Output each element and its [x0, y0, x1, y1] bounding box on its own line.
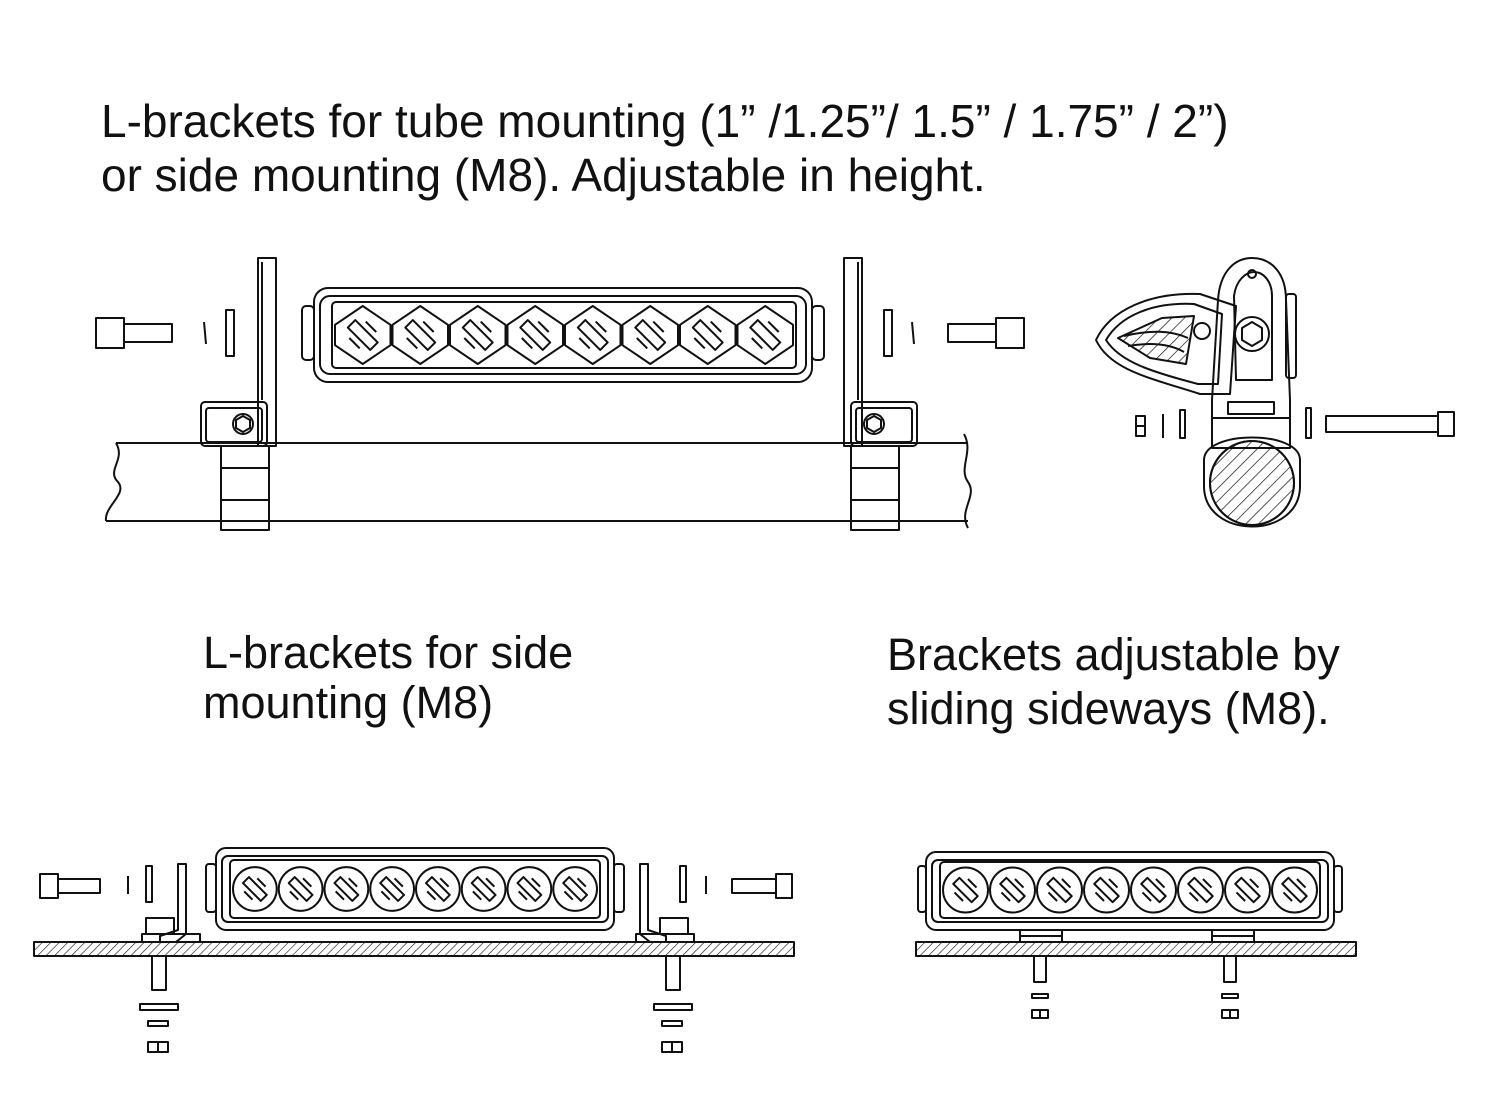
- led-lens-icon: [623, 306, 679, 364]
- light-bar-sliding-mount: [918, 852, 1342, 930]
- washer-icon: [148, 1021, 168, 1026]
- left-fasteners: [96, 310, 234, 356]
- led-lens-icon: [1084, 868, 1129, 913]
- hex-bolt-icon: [233, 414, 253, 434]
- nut-icon: [1136, 416, 1145, 436]
- mounting-tube: [106, 434, 971, 528]
- sliding-bracket-left: [1020, 930, 1062, 1018]
- washer-icon: [1180, 410, 1185, 438]
- right-side-bracket: [636, 864, 694, 990]
- caption-sliding-mounting: Brackets adjustable by sliding sideways …: [887, 628, 1340, 736]
- led-lens-icon: [325, 867, 369, 911]
- mounting-plate: [34, 942, 794, 956]
- washer-icon: [140, 1004, 178, 1010]
- washer-icon: [1032, 994, 1048, 998]
- side-bracket: [1204, 258, 1300, 527]
- washer-icon: [654, 1004, 692, 1010]
- nut-icon: [1222, 1010, 1238, 1018]
- bolt-icon: [40, 874, 100, 898]
- caption-side-mounting-line2: mounting (M8): [203, 677, 494, 728]
- washer-icon: [1306, 408, 1311, 438]
- bolt-icon: [96, 318, 172, 348]
- washer-icon: [226, 310, 234, 356]
- washer-icon: [1222, 994, 1238, 998]
- hex-bolt-icon: [1235, 317, 1269, 351]
- led-lens-icon: [1272, 868, 1317, 913]
- led-lens-icon: [565, 306, 621, 364]
- nut-icon: [148, 1042, 168, 1052]
- led-lens-icon: [1178, 868, 1223, 913]
- led-lens-icon: [508, 306, 564, 364]
- mounting-plate: [916, 942, 1356, 956]
- led-lens-icon: [1131, 868, 1176, 913]
- washer-icon: [146, 866, 152, 902]
- caption-sliding-mounting-line1: Brackets adjustable by: [887, 629, 1340, 680]
- light-bar-front: [302, 288, 824, 382]
- sliding-mount-view: [916, 852, 1356, 1018]
- tube-mount-front-view: [96, 258, 1024, 530]
- washer-icon: [680, 866, 686, 902]
- nut-icon: [1032, 1010, 1048, 1018]
- left-top-fasteners: [40, 866, 152, 902]
- right-l-bracket: [844, 258, 917, 530]
- led-lens-icon: [508, 867, 552, 911]
- led-lens-icon: [279, 867, 323, 911]
- led-lens-icon: [450, 306, 506, 364]
- led-lens-icon: [1225, 868, 1270, 913]
- washer-icon: [204, 322, 206, 344]
- led-lens-row: [335, 306, 793, 364]
- led-lens-icon: [416, 867, 460, 911]
- washer-icon: [662, 1021, 682, 1026]
- led-lens-icon: [233, 867, 277, 911]
- led-lens-icon: [393, 306, 449, 364]
- bolt-icon: [732, 874, 792, 898]
- led-lens-icon: [462, 867, 506, 911]
- hex-bolt-icon: [864, 414, 884, 434]
- tube-mount-side-view: [1096, 258, 1454, 527]
- led-lens-icon: [370, 867, 414, 911]
- bolt-icon: [948, 318, 1024, 348]
- washer-icon: [912, 322, 914, 344]
- led-lens-icon: [738, 306, 794, 364]
- led-lens-icon: [943, 868, 988, 913]
- left-l-bracket: [201, 258, 276, 530]
- caption-sliding-mounting-line2: sliding sideways (M8).: [887, 683, 1330, 734]
- left-side-bracket: [142, 864, 200, 990]
- led-lens-icon: [335, 306, 391, 364]
- caption-tube-mounting: L-brackets for tube mounting (1” /1.25”/…: [101, 94, 1229, 202]
- left-bottom-fasteners: [140, 1004, 178, 1052]
- led-lens-icon: [990, 868, 1035, 913]
- led-lens-row: [233, 867, 597, 911]
- caption-side-mounting: L-brackets for side mounting (M8): [203, 628, 573, 728]
- sliding-bracket-right: [1212, 930, 1254, 1018]
- right-top-fasteners: [680, 866, 792, 902]
- led-lens-icon: [553, 867, 597, 911]
- led-lens-icon: [1037, 868, 1082, 913]
- nut-icon: [662, 1042, 682, 1052]
- led-lens-icon: [680, 306, 736, 364]
- caption-tube-mounting-line2: or side mounting (M8). Adjustable in hei…: [101, 149, 986, 201]
- light-bar-side-mount: [206, 848, 624, 930]
- light-bar-side: [1096, 294, 1296, 394]
- caption-side-mounting-line1: L-brackets for side: [203, 627, 574, 678]
- right-fasteners: [884, 310, 1024, 356]
- led-lens-row: [943, 868, 1317, 913]
- bolt-icon: [1326, 412, 1454, 436]
- side-view-fasteners: [1136, 408, 1454, 438]
- washer-icon: [884, 310, 892, 356]
- caption-tube-mounting-line1: L-brackets for tube mounting (1” /1.25”/…: [101, 95, 1229, 147]
- right-bottom-fasteners: [654, 1004, 692, 1052]
- side-mount-view: [34, 848, 794, 1052]
